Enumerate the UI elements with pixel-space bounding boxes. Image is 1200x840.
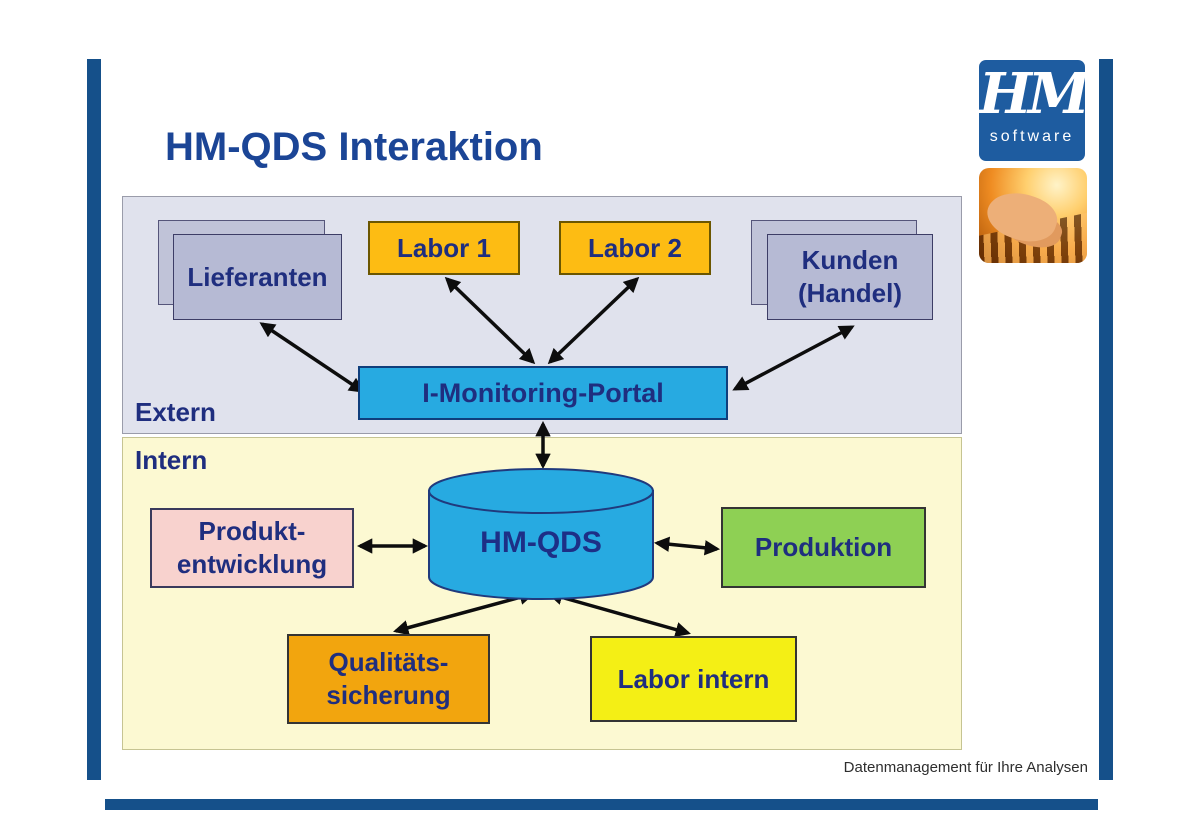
logo-subtitle: software bbox=[989, 128, 1075, 145]
node-qualitaetssicherung: Qualitäts- sicherung bbox=[287, 634, 490, 724]
node-labor-1: Labor 1 bbox=[368, 221, 520, 275]
node-labor-2-label: Labor 2 bbox=[588, 232, 682, 263]
left-accent-bar bbox=[87, 59, 101, 780]
extern-region-label: Extern bbox=[135, 397, 216, 427]
node-lieferanten-label: Lieferanten bbox=[187, 261, 328, 292]
node-produktentwicklung-line2: entwicklung bbox=[176, 549, 328, 579]
node-produktentwicklung: Produkt- entwicklung bbox=[150, 508, 354, 588]
right-accent-bar bbox=[1099, 59, 1113, 780]
node-labor-intern: Labor intern bbox=[590, 636, 797, 722]
node-kunden-handel: Kunden (Handel) bbox=[767, 234, 933, 320]
node-kunden-line2: (Handel) bbox=[798, 278, 902, 308]
intern-region bbox=[122, 437, 962, 750]
node-qualitaetssicherung-line1: Qualitäts- bbox=[328, 647, 449, 677]
footer-tagline: Datenmanagement für Ihre Analysen bbox=[843, 759, 1088, 776]
intern-region-label: Intern bbox=[135, 445, 208, 475]
node-labor-2: Labor 2 bbox=[559, 221, 711, 275]
bottom-accent-bar bbox=[105, 799, 1098, 810]
node-labor-intern-label: Labor intern bbox=[617, 663, 770, 694]
node-produktion: Produktion bbox=[721, 507, 926, 588]
node-kunden-line1: Kunden bbox=[801, 245, 899, 275]
node-hmqds-label: HM-QDS bbox=[480, 526, 602, 559]
hm-software-logo: HM software bbox=[979, 60, 1090, 161]
logo-monogram: HM bbox=[979, 61, 1090, 127]
node-qualitaetssicherung-line2: sicherung bbox=[326, 680, 451, 710]
node-portal-label: I-Monitoring-Portal bbox=[422, 377, 664, 408]
node-produktion-label: Produktion bbox=[754, 532, 893, 562]
node-labor-1-label: Labor 1 bbox=[397, 232, 491, 263]
node-i-monitoring-portal: I-Monitoring-Portal bbox=[358, 366, 728, 420]
page-title: HM-QDS Interaktion bbox=[165, 125, 543, 169]
keyboard-photo bbox=[979, 168, 1087, 263]
node-lieferanten: Lieferanten bbox=[173, 234, 342, 320]
node-produktentwicklung-line1: Produkt- bbox=[198, 516, 306, 546]
